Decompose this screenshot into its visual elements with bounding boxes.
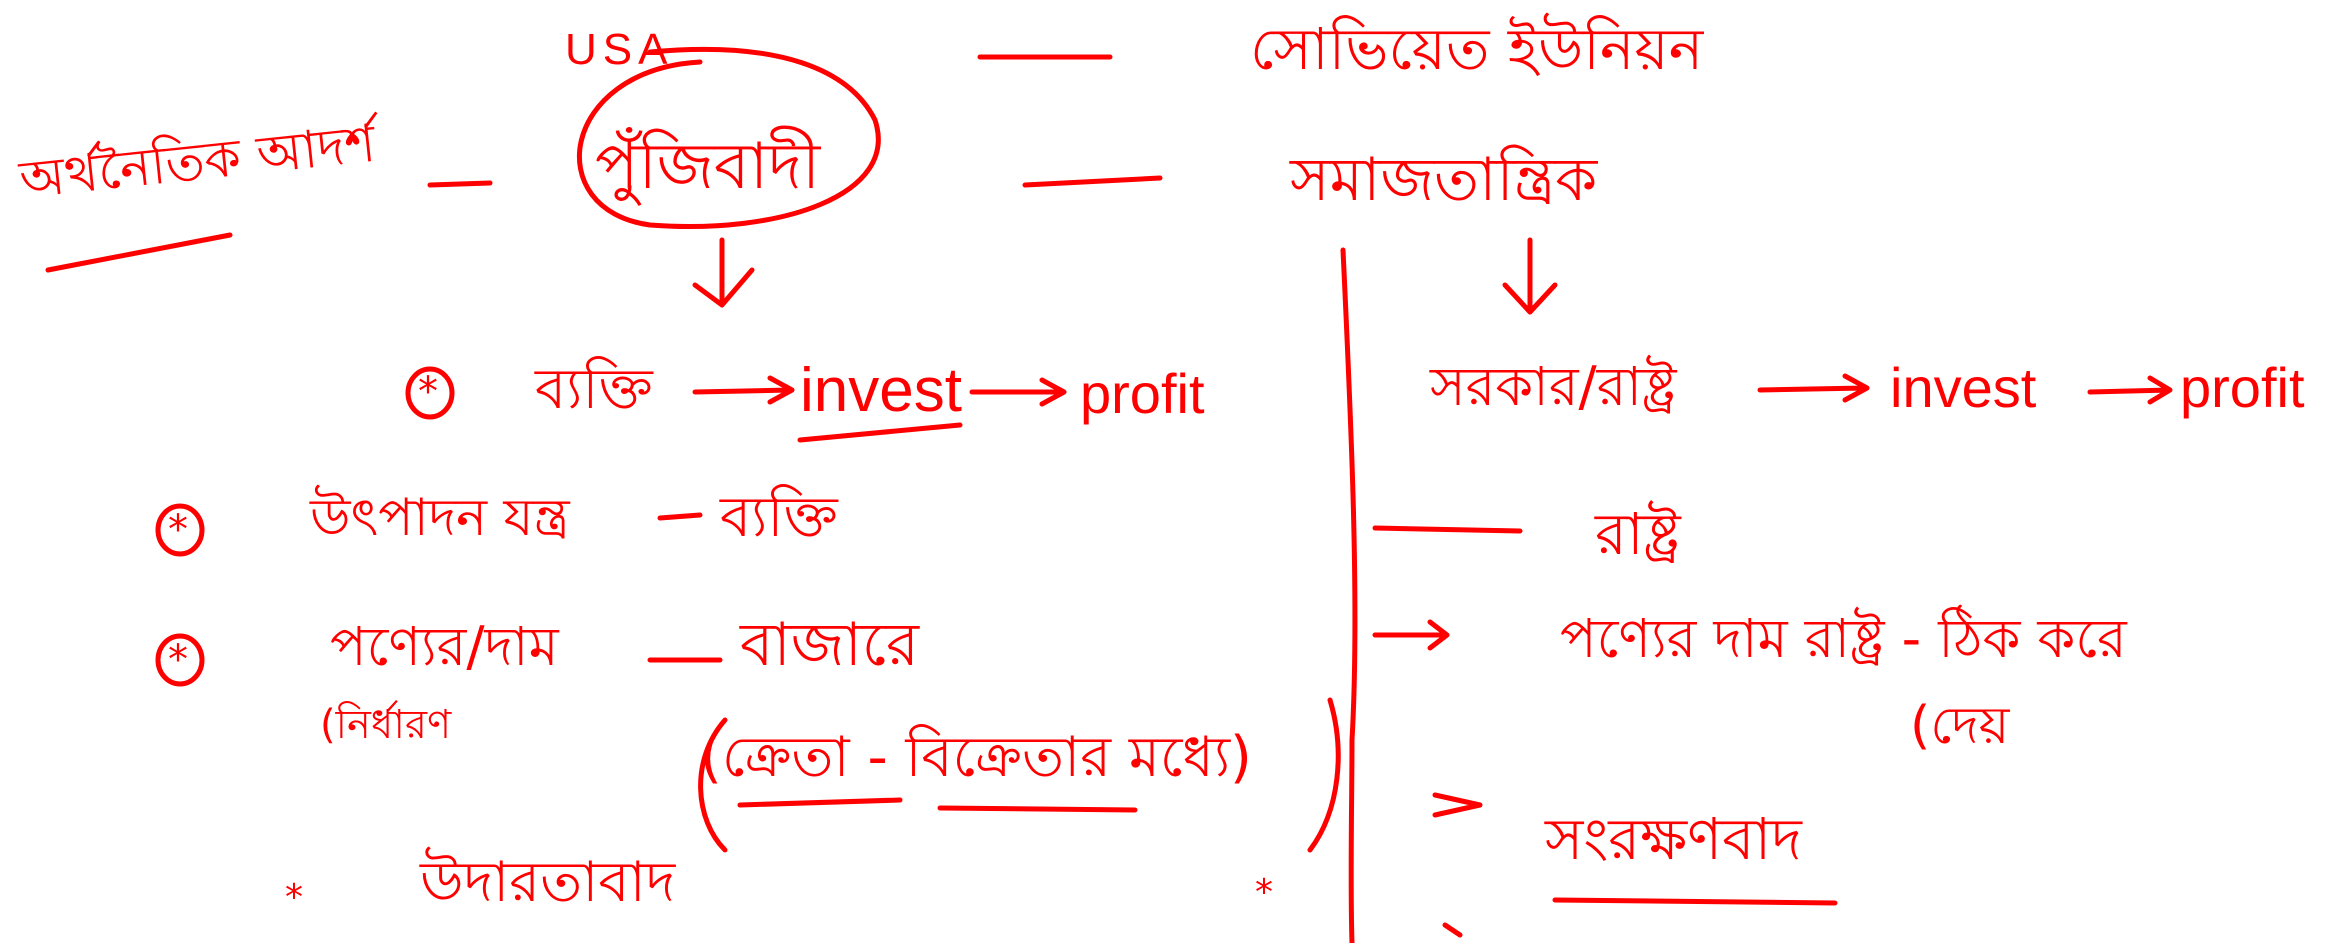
ideology-dash-left xyxy=(427,180,493,188)
left-point1-subject: ব্যক্তি xyxy=(535,357,653,422)
left-point3-subtext: (নির্ধারণ xyxy=(320,702,452,748)
stray-star: * xyxy=(1255,872,1273,913)
bottom-tick xyxy=(1442,922,1463,938)
buyer-underline xyxy=(737,797,903,808)
left-paren xyxy=(698,717,728,853)
arrow-right-row3 xyxy=(1372,619,1450,651)
right-point1-invest: invest xyxy=(1890,356,2037,419)
protectionism-underline xyxy=(1552,897,1838,906)
bullet-circle-3 xyxy=(155,633,205,687)
ideology-dash-right xyxy=(1022,175,1163,188)
ideology-underline xyxy=(45,232,233,273)
arrow-right-2 xyxy=(2087,375,2173,405)
left-point2-value: ব্যক্তি xyxy=(720,485,838,550)
right-point1-profit: profit xyxy=(2180,356,2305,419)
left-point3-note: (ক্রেতা - বিক্রেতার মধ্যে) xyxy=(700,725,1252,790)
header-soviet-union: সোভিয়েত ইউনিয়ন xyxy=(1250,15,1704,83)
bullet-circle-2 xyxy=(155,503,205,557)
right-point3-subtext: (দেয় xyxy=(1910,696,2010,756)
header-usa: USA xyxy=(565,25,674,74)
ideology-left: পুঁজিবাদী xyxy=(595,130,821,204)
left-point3-text: পণ্যের/দাম xyxy=(330,615,559,678)
right-point2-value: রাষ্ট্র xyxy=(1595,500,1681,568)
right-point3-text: পণ্যের দাম রাষ্ট্র - ঠিক করে xyxy=(1560,607,2127,670)
left-point1-invest: invest xyxy=(800,356,962,425)
arrow-left-1 xyxy=(692,375,795,405)
down-arrow-right xyxy=(1502,237,1558,315)
bullet-3: * xyxy=(168,637,188,683)
bullet-circle-1 xyxy=(405,366,455,420)
dash-left-row2 xyxy=(657,512,703,521)
arrow-right-row4 xyxy=(1432,792,1483,818)
left-point2-text: উৎপাদন যন্ত্র xyxy=(310,488,570,548)
right-point1-subject: সরকার/রাষ্ট্র xyxy=(1430,355,1677,418)
left-point1-profit: profit xyxy=(1080,362,1205,425)
seller-underline xyxy=(937,805,1138,813)
arrow-right-1 xyxy=(1757,373,1870,403)
vertical-divider xyxy=(1340,247,1358,943)
arrow-left-2 xyxy=(969,377,1067,407)
invest-underline-left xyxy=(797,422,963,443)
dash-right-row2 xyxy=(1372,525,1523,534)
bullet-4: * xyxy=(285,877,303,918)
left-point4-text: উদারতাবাদ xyxy=(420,850,676,915)
ideology-right: সমাজতান্ত্রিক xyxy=(1290,145,1598,215)
right-paren-divider xyxy=(1307,697,1341,853)
bullet-1: * xyxy=(418,369,438,415)
right-point4-text: সংরক্ষণবাদ xyxy=(1545,805,1802,873)
left-point3-value: বাজারে xyxy=(740,610,919,680)
bullet-2: * xyxy=(168,507,188,553)
capitalist-circle xyxy=(577,46,881,230)
down-arrow-left xyxy=(692,237,755,308)
